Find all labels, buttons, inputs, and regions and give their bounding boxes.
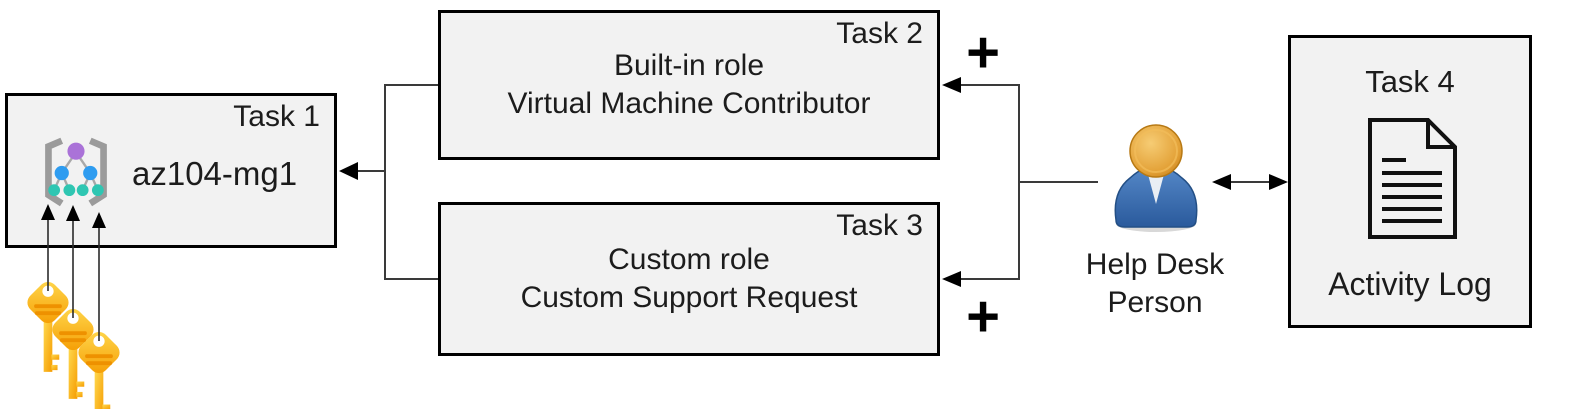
key-icon <box>22 280 74 384</box>
task1-corner-label: Task 1 <box>233 100 320 133</box>
task3-content: Custom role Custom Support Request <box>441 205 937 353</box>
task3-corner-label: Task 3 <box>836 209 923 242</box>
task4-box: Task 4 Activity Log <box>1288 35 1532 328</box>
person-label-line2: Person <box>1107 286 1203 319</box>
key-icon <box>73 330 125 409</box>
task2-content: Built-in role Virtual Machine Contributo… <box>441 13 937 157</box>
key-icon <box>47 307 99 409</box>
management-group-icon <box>45 137 107 207</box>
task2-line2: Virtual Machine Contributor <box>507 87 871 120</box>
document-icon <box>1368 118 1457 239</box>
plus-icon: + <box>966 20 1000 85</box>
arrowhead-toward-task4 <box>1269 174 1288 190</box>
person-label: Help Desk Person <box>1072 246 1238 322</box>
task1-box: Task 1 az104-mg1 <box>5 93 337 248</box>
person-label-line1: Help Desk <box>1085 248 1225 281</box>
plus-icon: + <box>966 284 1000 349</box>
task1-title: az104-mg1 <box>132 155 298 192</box>
task4-caption: Activity Log <box>1328 266 1492 302</box>
arrowhead-toward-person <box>1212 174 1231 190</box>
task3-line2: Custom Support Request <box>520 281 858 314</box>
person-icon <box>1106 124 1206 234</box>
arrowhead-into-task3 <box>942 271 961 287</box>
arrowhead-into-task2 <box>942 77 961 93</box>
task2-line1: Built-in role <box>613 49 765 82</box>
task2-corner-label: Task 2 <box>836 17 923 50</box>
arrowhead-into-task1 <box>339 162 358 180</box>
task2-box: Task 2 Built-in role Virtual Machine Con… <box>438 10 940 160</box>
task1-content: az104-mg1 <box>36 136 297 212</box>
task3-line1: Custom role <box>608 243 770 276</box>
connector-left-bracket <box>356 84 438 280</box>
task4-corner-label: Task 4 <box>1365 64 1455 99</box>
task3-box: Task 3 Custom role Custom Support Reques… <box>438 202 940 356</box>
